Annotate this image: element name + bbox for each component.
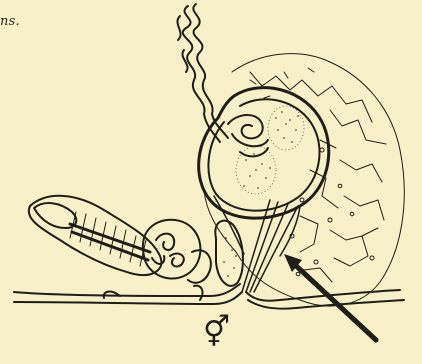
genital-pore [14, 284, 404, 309]
converging-ducts [242, 200, 298, 292]
stippled-glands [236, 106, 304, 194]
spermatheca [29, 196, 162, 275]
convoluted-duct [177, 4, 228, 142]
oviduct-bulb [199, 88, 329, 256]
pointer-arrow [284, 254, 376, 340]
hermaphrodite-symbol: ⚥ [203, 318, 230, 348]
